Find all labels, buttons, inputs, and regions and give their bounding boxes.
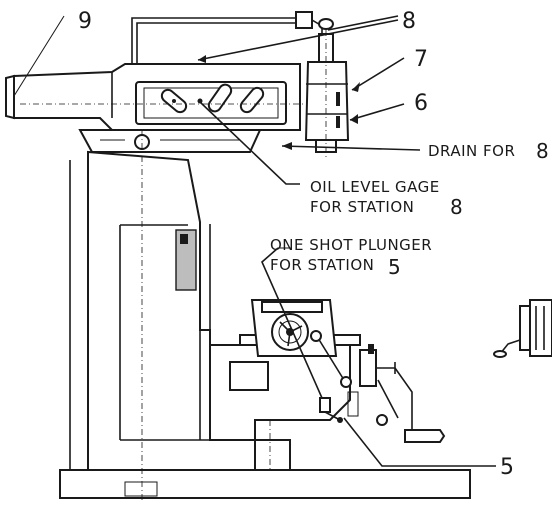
drain-label: DRAIN FOR bbox=[428, 142, 515, 160]
one-shot-plunger bbox=[319, 397, 343, 423]
plunger-label-line1: ONE SHOT PLUNGER bbox=[270, 236, 432, 254]
callout-7: 7 bbox=[414, 47, 429, 72]
table-crank bbox=[347, 344, 446, 443]
oil-gage-station-number: 8 bbox=[450, 195, 463, 219]
spindle-head bbox=[304, 30, 350, 160]
ram bbox=[5, 63, 330, 131]
plunger-station-number: 5 bbox=[388, 255, 401, 279]
callout-5: 5 bbox=[500, 455, 515, 480]
callout-8: 8 bbox=[402, 9, 417, 34]
leader-lines bbox=[13, 15, 496, 467]
callout-6: 6 bbox=[414, 91, 429, 116]
callout-9: 9 bbox=[78, 9, 93, 34]
turret-base bbox=[78, 129, 262, 153]
oil-gage-label-line1: OIL LEVEL GAGE bbox=[310, 178, 440, 196]
drain-station-number: 8 bbox=[536, 139, 549, 163]
top-pipe bbox=[131, 11, 334, 64]
machine-column bbox=[59, 150, 471, 499]
plunger-label-line2: FOR STATION bbox=[270, 256, 374, 274]
oil-level-gage-knobs bbox=[160, 83, 265, 114]
side-attachment bbox=[493, 299, 552, 358]
knee-and-table bbox=[209, 299, 361, 471]
vise-handwheel bbox=[271, 313, 309, 351]
oil-gage-label-line2: FOR STATION bbox=[310, 198, 414, 216]
